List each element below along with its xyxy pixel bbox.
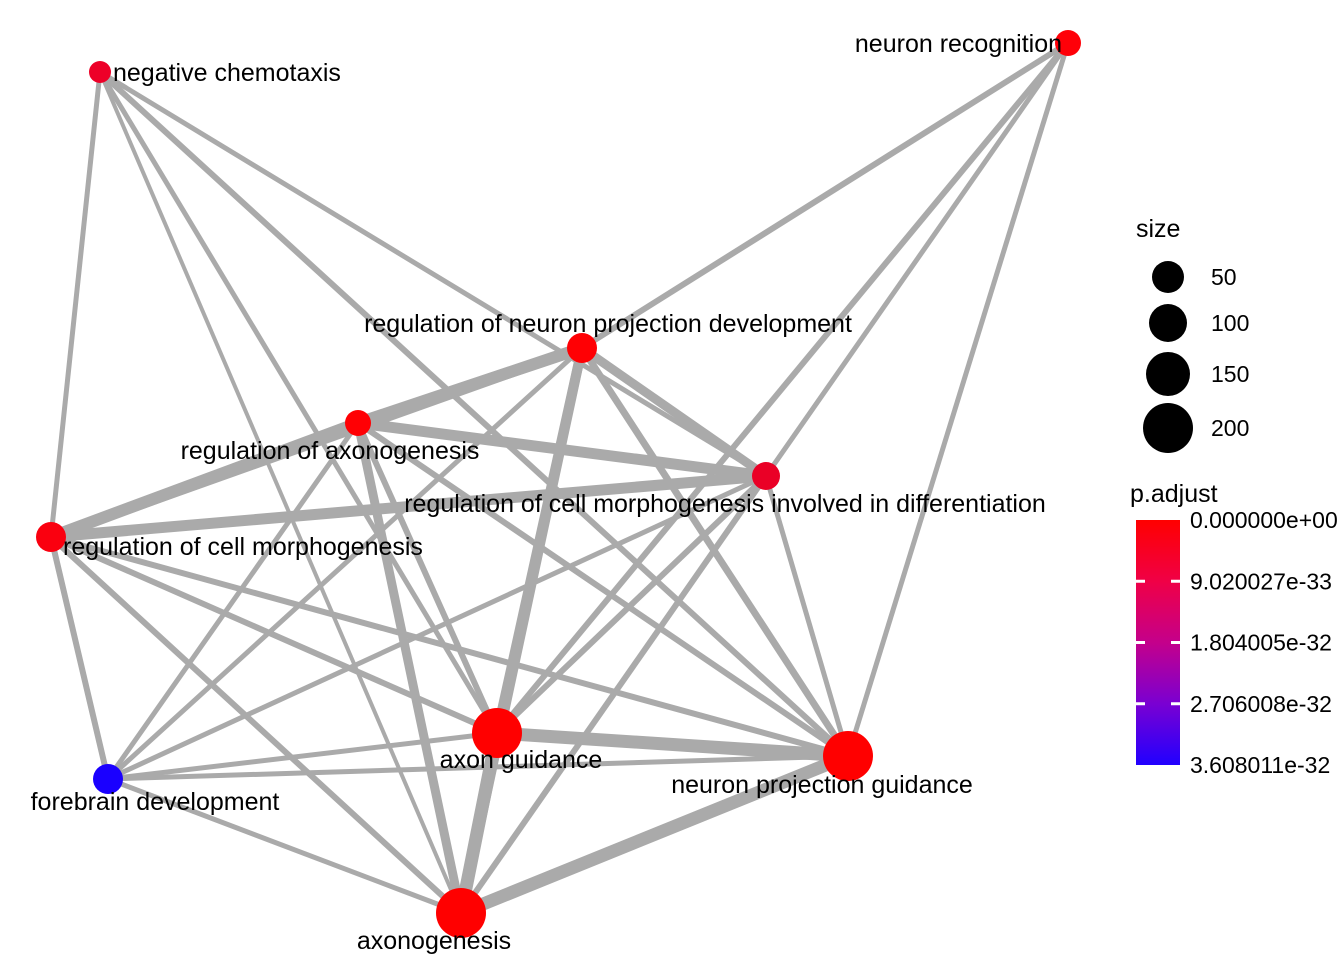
size-legend-label: 50 [1211, 264, 1237, 290]
colorbar-tick-label: 2.706008e-32 [1190, 691, 1332, 717]
network-node-label: regulation of axonogenesis [181, 437, 480, 465]
colorbar-tick-label: 1.804005e-32 [1190, 630, 1332, 656]
size-legend-items: 50 100 150 200 [1143, 261, 1249, 453]
network-edge [106, 473, 768, 782]
size-legend-swatch [1152, 261, 1184, 293]
network-node-label: regulation of neuron projection developm… [364, 310, 852, 338]
network-edge [48, 534, 464, 916]
p-adjust-legend: p.adjust 0.000000e+00 9.020027e-33 1.80400… [1130, 480, 1338, 778]
network-node[interactable] [752, 462, 780, 490]
network-edge [107, 730, 498, 782]
size-legend-label: 200 [1211, 415, 1249, 441]
colorbar-tick-label: 0.000000e+00 [1190, 507, 1338, 533]
network-edge [454, 731, 504, 915]
network-edge [98, 71, 463, 914]
network-edge [580, 40, 1070, 351]
network-node-label: negative chemotaxis [113, 59, 341, 87]
network-edge [97, 69, 851, 759]
edges-layer [48, 40, 1071, 920]
size-legend: size 50 100 150 200 [1136, 215, 1249, 453]
network-edge [579, 344, 769, 480]
network-edge [50, 470, 767, 543]
colorbar-tick-label: 3.608011e-32 [1190, 752, 1330, 778]
network-edge [48, 417, 361, 543]
size-legend-swatch [1143, 403, 1193, 453]
network-node-label: neuron recognition [855, 30, 1062, 58]
network-edge [106, 346, 584, 781]
network-edge [494, 41, 1071, 735]
size-legend-label: 150 [1211, 361, 1249, 387]
network-node-label: axon guidance [440, 746, 603, 774]
network-edge [355, 421, 500, 735]
node-labels-layer: negative chemotaxis neuron recognition reg… [31, 30, 1062, 955]
network-edge [845, 42, 1071, 757]
network-node[interactable] [93, 764, 123, 794]
size-legend-label: 100 [1211, 310, 1249, 336]
network-edge [98, 69, 768, 479]
network-edge [107, 753, 849, 782]
network-edge [494, 473, 769, 736]
network-node[interactable] [472, 708, 522, 758]
network-node-label: regulation of cell morphogenesis involve… [404, 490, 1046, 518]
network-edge [50, 534, 849, 759]
network-edge [97, 70, 500, 735]
network-edge [48, 71, 103, 538]
network-edge [356, 420, 850, 759]
size-legend-swatch [1146, 352, 1190, 396]
colorbar-tick-labels: 0.000000e+00 9.020027e-33 1.804005e-32 2.70… [1190, 507, 1338, 778]
network-edge [763, 475, 851, 757]
network-node-label: regulation of cell morphogenesis [63, 533, 423, 561]
network-edge [49, 534, 499, 736]
network-node-label: axonogenesis [357, 927, 511, 955]
colorbar-tick-label: 9.020027e-33 [1190, 568, 1332, 594]
nodes-layer [36, 30, 1081, 938]
network-node[interactable] [36, 522, 66, 552]
network-edge [107, 776, 462, 916]
colorbar-ticks [1136, 579, 1180, 706]
network-edge [458, 749, 851, 920]
network-edge [48, 536, 111, 780]
network-node-label: neuron projection guidance [671, 771, 973, 799]
network-node[interactable] [567, 333, 597, 363]
network-node[interactable] [345, 410, 371, 436]
network-node[interactable] [436, 888, 486, 938]
size-legend-swatch [1149, 304, 1187, 342]
size-legend-title: size [1136, 215, 1180, 243]
network-node[interactable] [823, 731, 873, 781]
network-node[interactable] [89, 61, 111, 83]
network-edge [357, 417, 767, 482]
network-edge [105, 421, 361, 781]
p-adjust-legend-title: p.adjust [1130, 480, 1218, 508]
network-node-label: forebrain development [31, 788, 280, 816]
network-edge [496, 726, 849, 763]
network-node[interactable] [1055, 30, 1081, 56]
